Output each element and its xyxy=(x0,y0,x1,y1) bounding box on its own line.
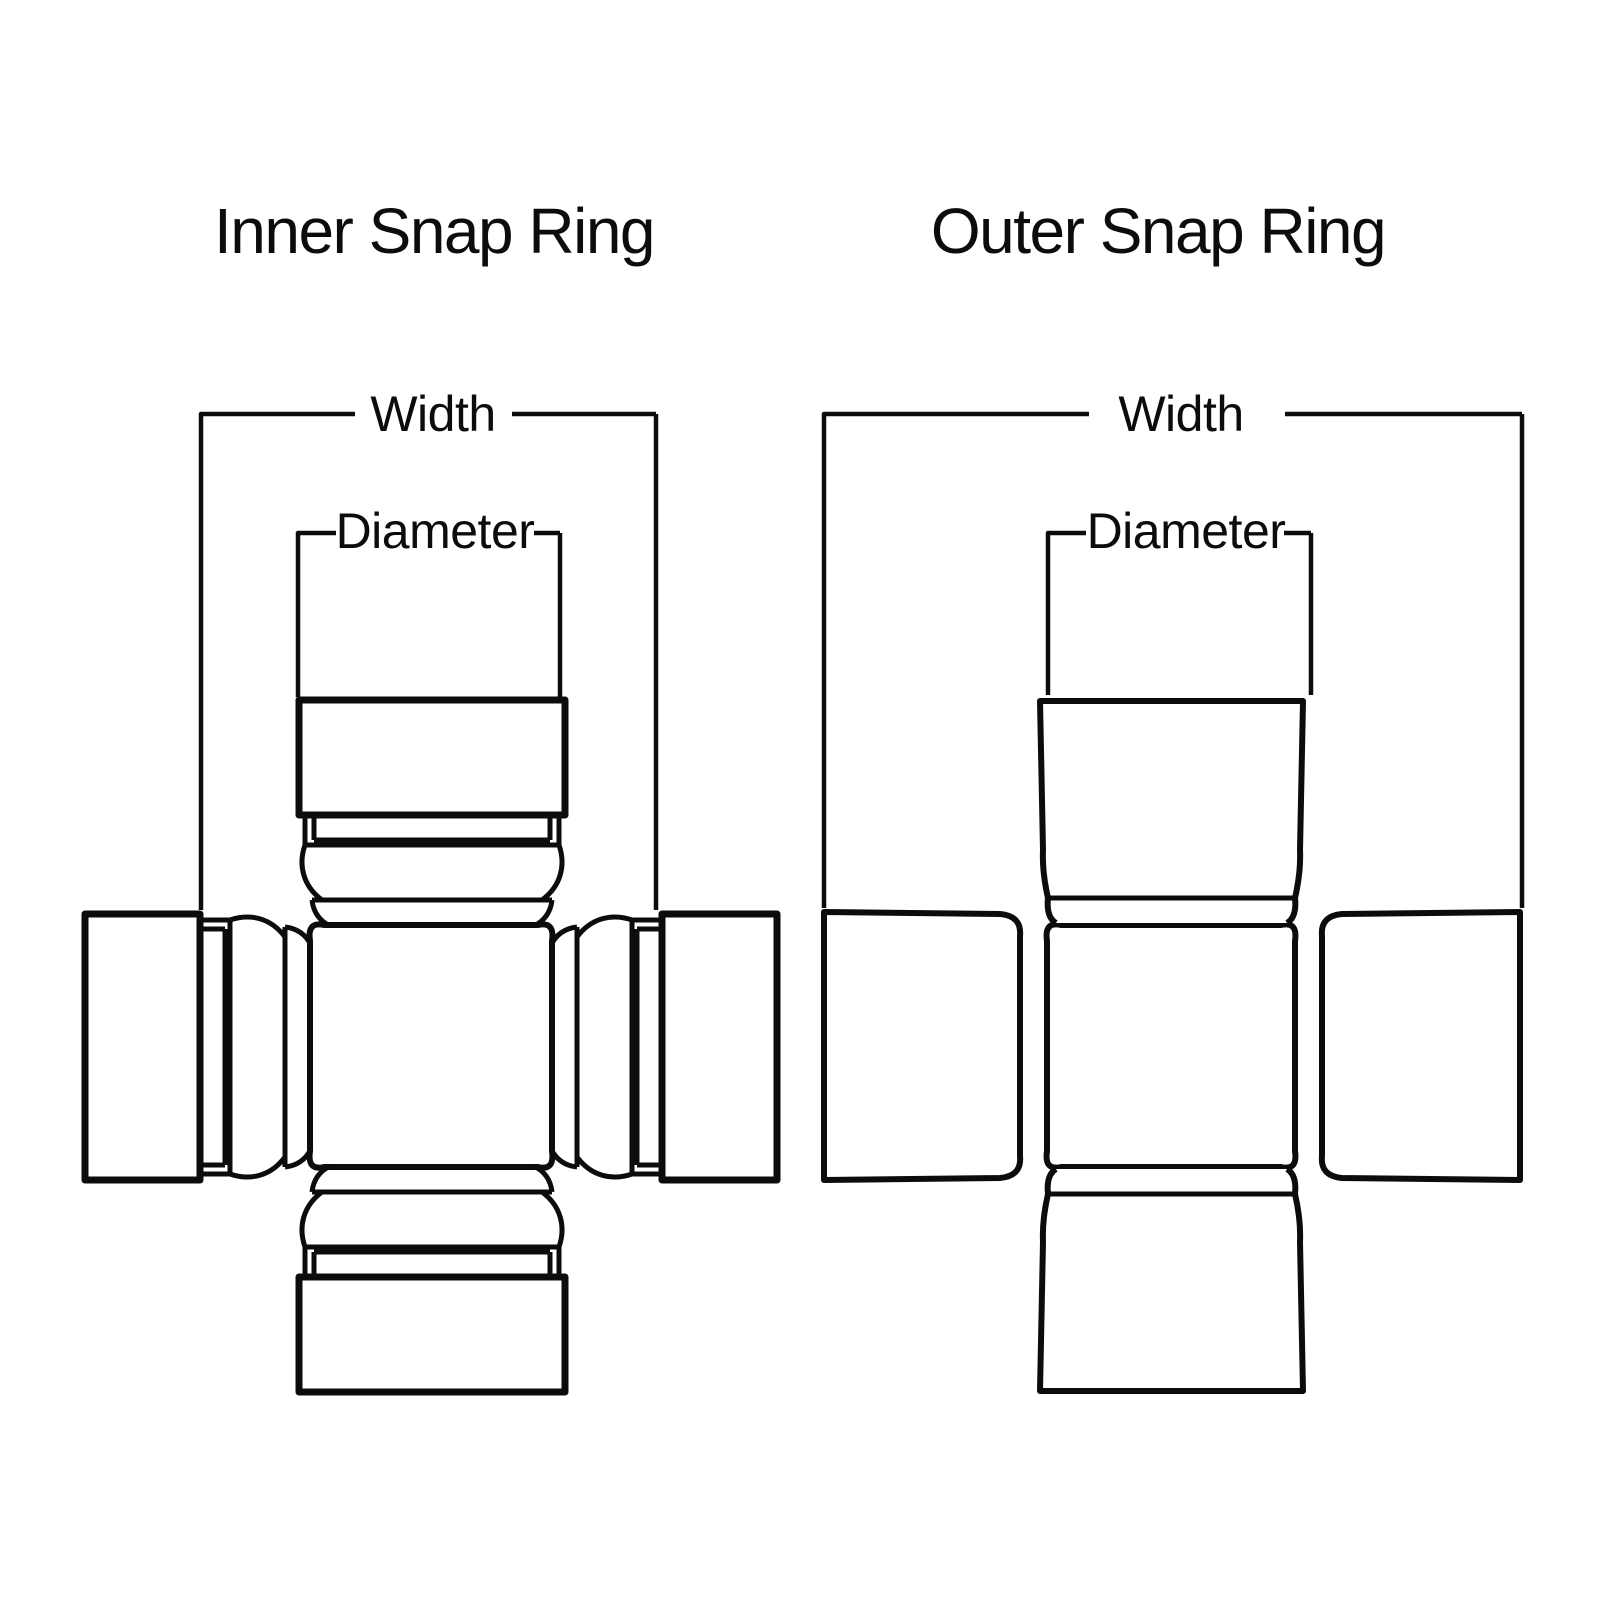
inner-diagram-title: Inner Snap Ring xyxy=(214,195,654,267)
inner-center-body xyxy=(306,921,556,1171)
inner-diameter-dimension: Diameter xyxy=(295,503,563,697)
inner-diameter-label: Diameter xyxy=(336,503,535,559)
inner-bottom-bearing-cap xyxy=(295,1273,569,1396)
inner-width-bracket-line xyxy=(198,411,659,910)
outer-diagram-title: Outer Snap Ring xyxy=(931,195,1385,267)
inner-diameter-bracket-line xyxy=(295,530,563,697)
inner-width-dimension: Width xyxy=(198,386,659,910)
inner-top-arm-seal-lines xyxy=(299,815,565,929)
outer-diameter-label: Diameter xyxy=(1087,503,1286,559)
inner-snap-ring-diagram: Inner Snap Ring Width Diameter xyxy=(81,195,781,1396)
outer-ujoint-drawing xyxy=(821,698,1523,1394)
inner-width-label: Width xyxy=(370,386,495,442)
inner-right-bearing-cap xyxy=(658,910,781,1184)
outer-width-label: Width xyxy=(1118,386,1243,442)
outer-snap-ring-diagram: Outer Snap Ring Width Diameter xyxy=(821,195,1525,1394)
outer-left-bearing-cap xyxy=(821,909,1024,1183)
inner-left-arm-seal-lines xyxy=(200,914,314,1180)
outer-top-bearing-cap xyxy=(1037,698,1306,926)
inner-right-arm-seal-lines xyxy=(548,914,662,1180)
outer-right-bearing-cap xyxy=(1318,909,1523,1183)
inner-left-bearing-cap xyxy=(81,910,204,1184)
outer-center-body xyxy=(1043,921,1299,1171)
inner-bottom-arm-seal-lines xyxy=(299,1163,565,1277)
outer-bottom-bearing-cap xyxy=(1037,1166,1306,1394)
outer-diameter-bracket-line xyxy=(1045,530,1314,695)
outer-diameter-dimension: Diameter xyxy=(1045,503,1314,695)
inner-top-bearing-cap xyxy=(295,696,569,819)
inner-ujoint-drawing xyxy=(81,696,781,1396)
outer-width-bracket-line xyxy=(821,411,1525,908)
outer-width-dimension: Width xyxy=(821,386,1525,908)
